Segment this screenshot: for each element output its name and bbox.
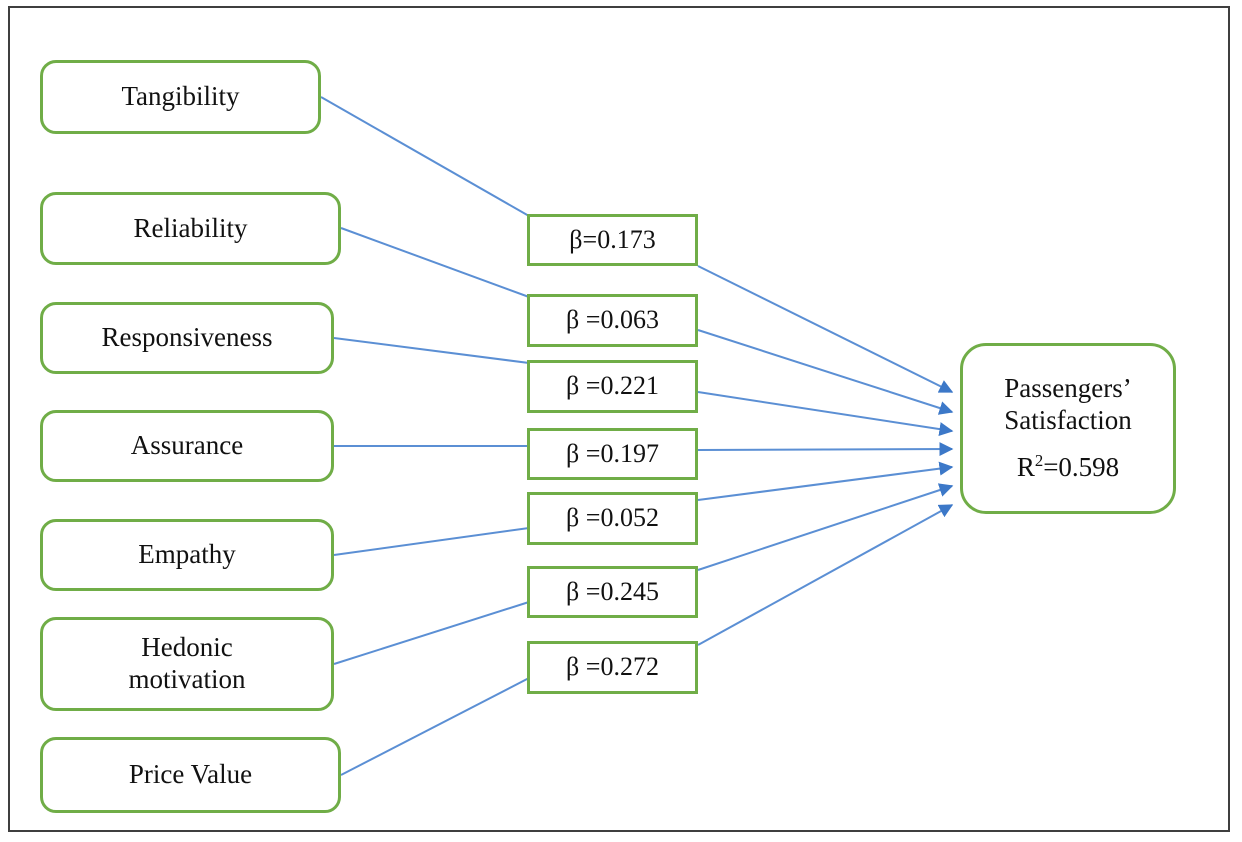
- beta-label-price-value[interactable]: β =0.272: [527, 641, 698, 694]
- r-squared-value: =0.598: [1043, 452, 1120, 483]
- construct-label: Reliability: [133, 212, 248, 243]
- beta-value-text: β =0.052: [566, 503, 659, 533]
- construct-node-tangibility[interactable]: Tangibility: [40, 60, 321, 134]
- beta-label-responsiveness[interactable]: β =0.221: [527, 360, 698, 413]
- construct-label: Assurance: [130, 430, 244, 461]
- construct-label: Tangibility: [121, 81, 240, 112]
- beta-value-text: β =0.245: [566, 576, 659, 606]
- beta-value-text: β =0.221: [566, 371, 659, 401]
- beta-label-empathy[interactable]: β =0.052: [527, 492, 698, 545]
- beta-value-text: β =0.197: [566, 438, 659, 468]
- beta-value-text: β =0.063: [566, 305, 659, 335]
- construct-node-reliability[interactable]: Reliability: [40, 192, 341, 265]
- construct-node-price-value[interactable]: Price Value: [40, 737, 341, 813]
- beta-value-text: β=0.173: [569, 224, 656, 254]
- construct-node-responsiveness[interactable]: Responsiveness: [40, 302, 334, 374]
- beta-label-hedonic-motivation[interactable]: β =0.245: [527, 566, 698, 618]
- construct-label: Hedonic motivation: [128, 632, 246, 694]
- construct-node-hedonic-motivation[interactable]: Hedonic motivation: [40, 617, 334, 711]
- r-squared-exponent: 2: [1034, 451, 1044, 471]
- beta-label-assurance[interactable]: β =0.197: [527, 428, 698, 480]
- beta-label-tangibility[interactable]: β=0.173: [527, 214, 698, 266]
- construct-node-empathy[interactable]: Empathy: [40, 519, 334, 591]
- beta-label-reliability[interactable]: β =0.063: [527, 294, 698, 347]
- construct-label: Price Value: [128, 759, 253, 790]
- construct-label: Responsiveness: [101, 322, 273, 353]
- outcome-label-line2: Satisfaction: [1004, 404, 1132, 435]
- outcome-r-squared: R2=0.598: [1017, 452, 1119, 484]
- construct-node-assurance[interactable]: Assurance: [40, 410, 334, 482]
- outcome-node-passengers-satisfaction[interactable]: Passengers’ Satisfaction R2=0.598: [960, 343, 1176, 514]
- outcome-label-line1: Passengers’: [1004, 372, 1132, 403]
- r-squared-prefix: R: [1016, 452, 1035, 483]
- construct-label: Empathy: [138, 539, 236, 570]
- beta-value-text: β =0.272: [566, 652, 659, 682]
